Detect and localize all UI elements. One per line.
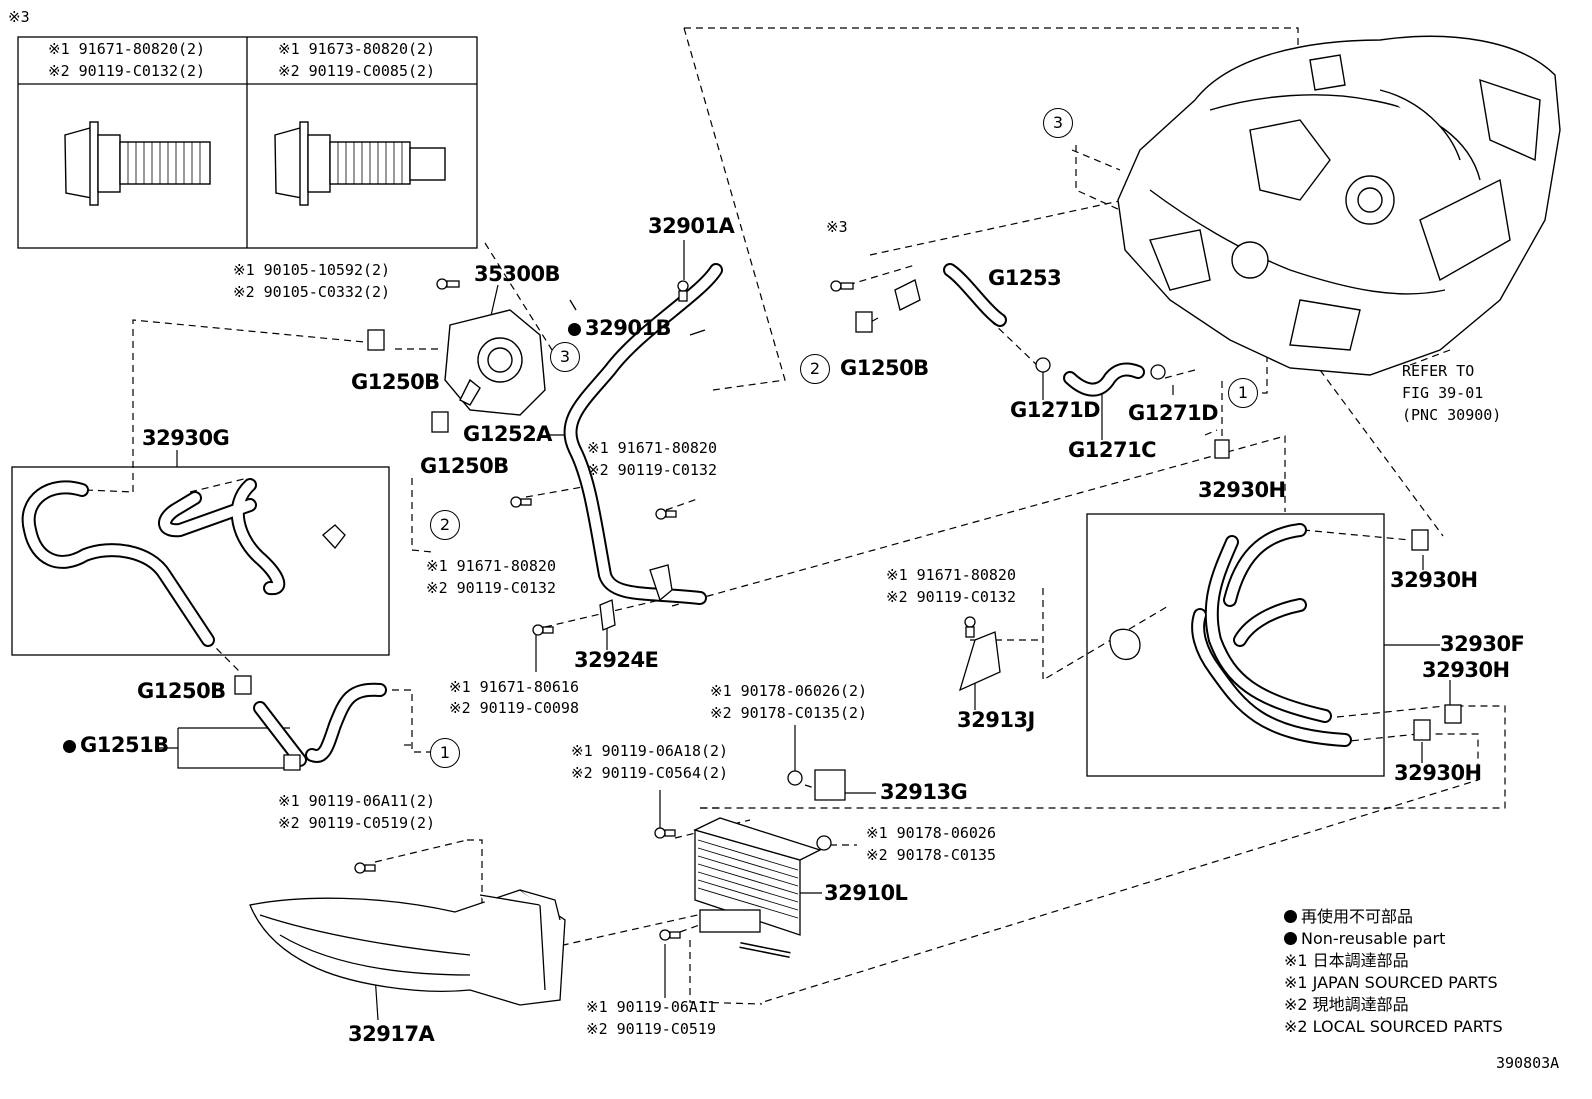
part-32910l[interactable]: 32910L <box>824 881 908 905</box>
box-32930g <box>11 466 390 656</box>
bolt-table-col2-line2: ※2 90119-C0085(2) <box>278 62 436 80</box>
non-reusable-dot-icon <box>63 740 76 753</box>
hose-drawings <box>21 263 1352 767</box>
part-32930h-top[interactable]: 32930H <box>1198 478 1286 502</box>
note-n10-line1: ※1 90119-06A11 <box>586 998 716 1016</box>
legend-local-sourced-en: ※2 LOCAL SOURCED PARTS <box>1284 1017 1503 1036</box>
part-g1250b-upper[interactable]: G1250B <box>351 370 440 394</box>
note-n1-line1: ※1 90105-10592(2) <box>233 261 391 279</box>
pump-drawing <box>444 309 546 416</box>
transaxle-drawing <box>1117 35 1561 376</box>
part-g1250b-middle[interactable]: G1250B <box>420 454 509 478</box>
part-32917a[interactable]: 32917A <box>348 1022 435 1046</box>
small-part-drawings <box>234 278 1462 941</box>
note-n7-line2: ※2 90119-C0564(2) <box>571 764 729 782</box>
legend-row-nonreusable-jp: 再使用不可部品 <box>1284 906 1503 928</box>
part-32930f[interactable]: 32930F <box>1440 632 1525 656</box>
note-n10-line2: ※2 90119-C0519 <box>586 1020 716 1038</box>
note-n8-line2: ※2 90119-C0519(2) <box>278 814 436 832</box>
non-reusable-dot-icon <box>1284 932 1297 945</box>
part-32901a[interactable]: 32901A <box>648 214 735 238</box>
note-3-header: ※3 <box>8 8 30 26</box>
note-n9-line2: ※2 90178-C0135 <box>866 846 996 864</box>
note-n3-line1: ※1 91671-80820 <box>426 557 556 575</box>
note-n9-line1: ※1 90178-06026 <box>866 824 996 842</box>
bolt-table-col2-line1: ※1 91673-80820(2) <box>278 40 436 58</box>
note-n5-line2: ※2 90119-C0132 <box>886 588 1016 606</box>
part-g1271c[interactable]: G1271C <box>1068 438 1157 462</box>
legend-japan-sourced-jp: ※1 日本調達部品 <box>1284 951 1409 970</box>
part-g1250b-lower[interactable]: G1250B <box>137 679 226 703</box>
part-32913j[interactable]: 32913J <box>957 708 1035 732</box>
note-n5-line1: ※1 91671-80820 <box>886 566 1016 584</box>
part-32901b[interactable]: 32901B <box>568 316 672 340</box>
part-32930h-upper-right[interactable]: 32930H <box>1422 658 1510 682</box>
ref-circle-3-transaxle[interactable]: 3 <box>1043 108 1073 138</box>
note-n3-line2: ※2 90119-C0132 <box>426 579 556 597</box>
legend-nonreusable-jp: 再使用不可部品 <box>1301 907 1414 926</box>
note-n7-line1: ※1 90119-06A18(2) <box>571 742 729 760</box>
legend-japan-sourced-en: ※1 JAPAN SOURCED PARTS <box>1284 973 1498 992</box>
part-32913g[interactable]: 32913G <box>880 780 968 804</box>
note-n2-line2: ※2 90119-C0132 <box>587 461 717 479</box>
part-32930h-right[interactable]: 32930H <box>1390 568 1478 592</box>
note-n1-line2: ※2 90105-C0332(2) <box>233 283 391 301</box>
part-g1252a[interactable]: G1252A <box>463 422 552 446</box>
part-35300b[interactable]: 35300B <box>474 262 561 286</box>
non-reusable-dot-icon <box>1284 910 1297 923</box>
legend-nonreusable-en: Non-reusable part <box>1301 929 1446 948</box>
part-g1271d-right[interactable]: G1271D <box>1128 401 1219 425</box>
ref-circle-3-pump[interactable]: 3 <box>550 342 580 372</box>
part-32901b-label: 32901B <box>585 316 672 340</box>
note-n6-line2: ※2 90178-C0135(2) <box>710 704 868 722</box>
bolt-table-col1-line1: ※1 91671-80820(2) <box>48 40 206 58</box>
legend-local-sourced-jp: ※2 現地調達部品 <box>1284 995 1409 1014</box>
ref-circle-2-left[interactable]: 2 <box>430 510 460 540</box>
part-g1253[interactable]: G1253 <box>988 266 1062 290</box>
note-n6-line1: ※1 90178-06026(2) <box>710 682 868 700</box>
ref-circle-2-right[interactable]: 2 <box>800 354 830 384</box>
note-n4-line2: ※2 90119-C0098 <box>449 699 579 717</box>
note-3-marker: ※3 <box>826 218 848 236</box>
part-32930g[interactable]: 32930G <box>142 426 230 450</box>
note-n8-line1: ※1 90119-06A11(2) <box>278 792 436 810</box>
bolt-drawings <box>64 121 446 206</box>
ref-circle-1-left[interactable]: 1 <box>430 738 460 768</box>
note-n4-line1: ※1 91671-80616 <box>449 678 579 696</box>
legend-row-nonreusable-en: Non-reusable part <box>1284 928 1503 950</box>
refer-line3: (PNC 30900) <box>1402 406 1502 424</box>
part-g1271d-left[interactable]: G1271D <box>1010 398 1101 422</box>
refer-line1: REFER TO <box>1402 362 1475 380</box>
part-32930h-lower-right[interactable]: 32930H <box>1394 761 1482 785</box>
legend: 再使用不可部品 Non-reusable part ※1 日本調達部品 ※1 J… <box>1284 906 1503 1038</box>
non-reusable-dot-icon <box>568 323 581 336</box>
figure-id: 390803A <box>1496 1054 1560 1072</box>
refer-line2: FIG 39-01 <box>1402 384 1484 402</box>
note-n2-line1: ※1 91671-80820 <box>587 439 717 457</box>
bolt-table-col1-line2: ※2 90119-C0132(2) <box>48 62 206 80</box>
oil-cooler-drawing <box>693 817 822 958</box>
part-32924e[interactable]: 32924E <box>574 648 659 672</box>
part-g1250b-right[interactable]: G1250B <box>840 356 929 380</box>
duct-drawing <box>249 889 566 1006</box>
part-g1251b[interactable]: G1251B <box>63 733 169 757</box>
part-g1251b-label: G1251B <box>80 733 169 757</box>
ref-circle-1-right[interactable]: 1 <box>1228 378 1258 408</box>
